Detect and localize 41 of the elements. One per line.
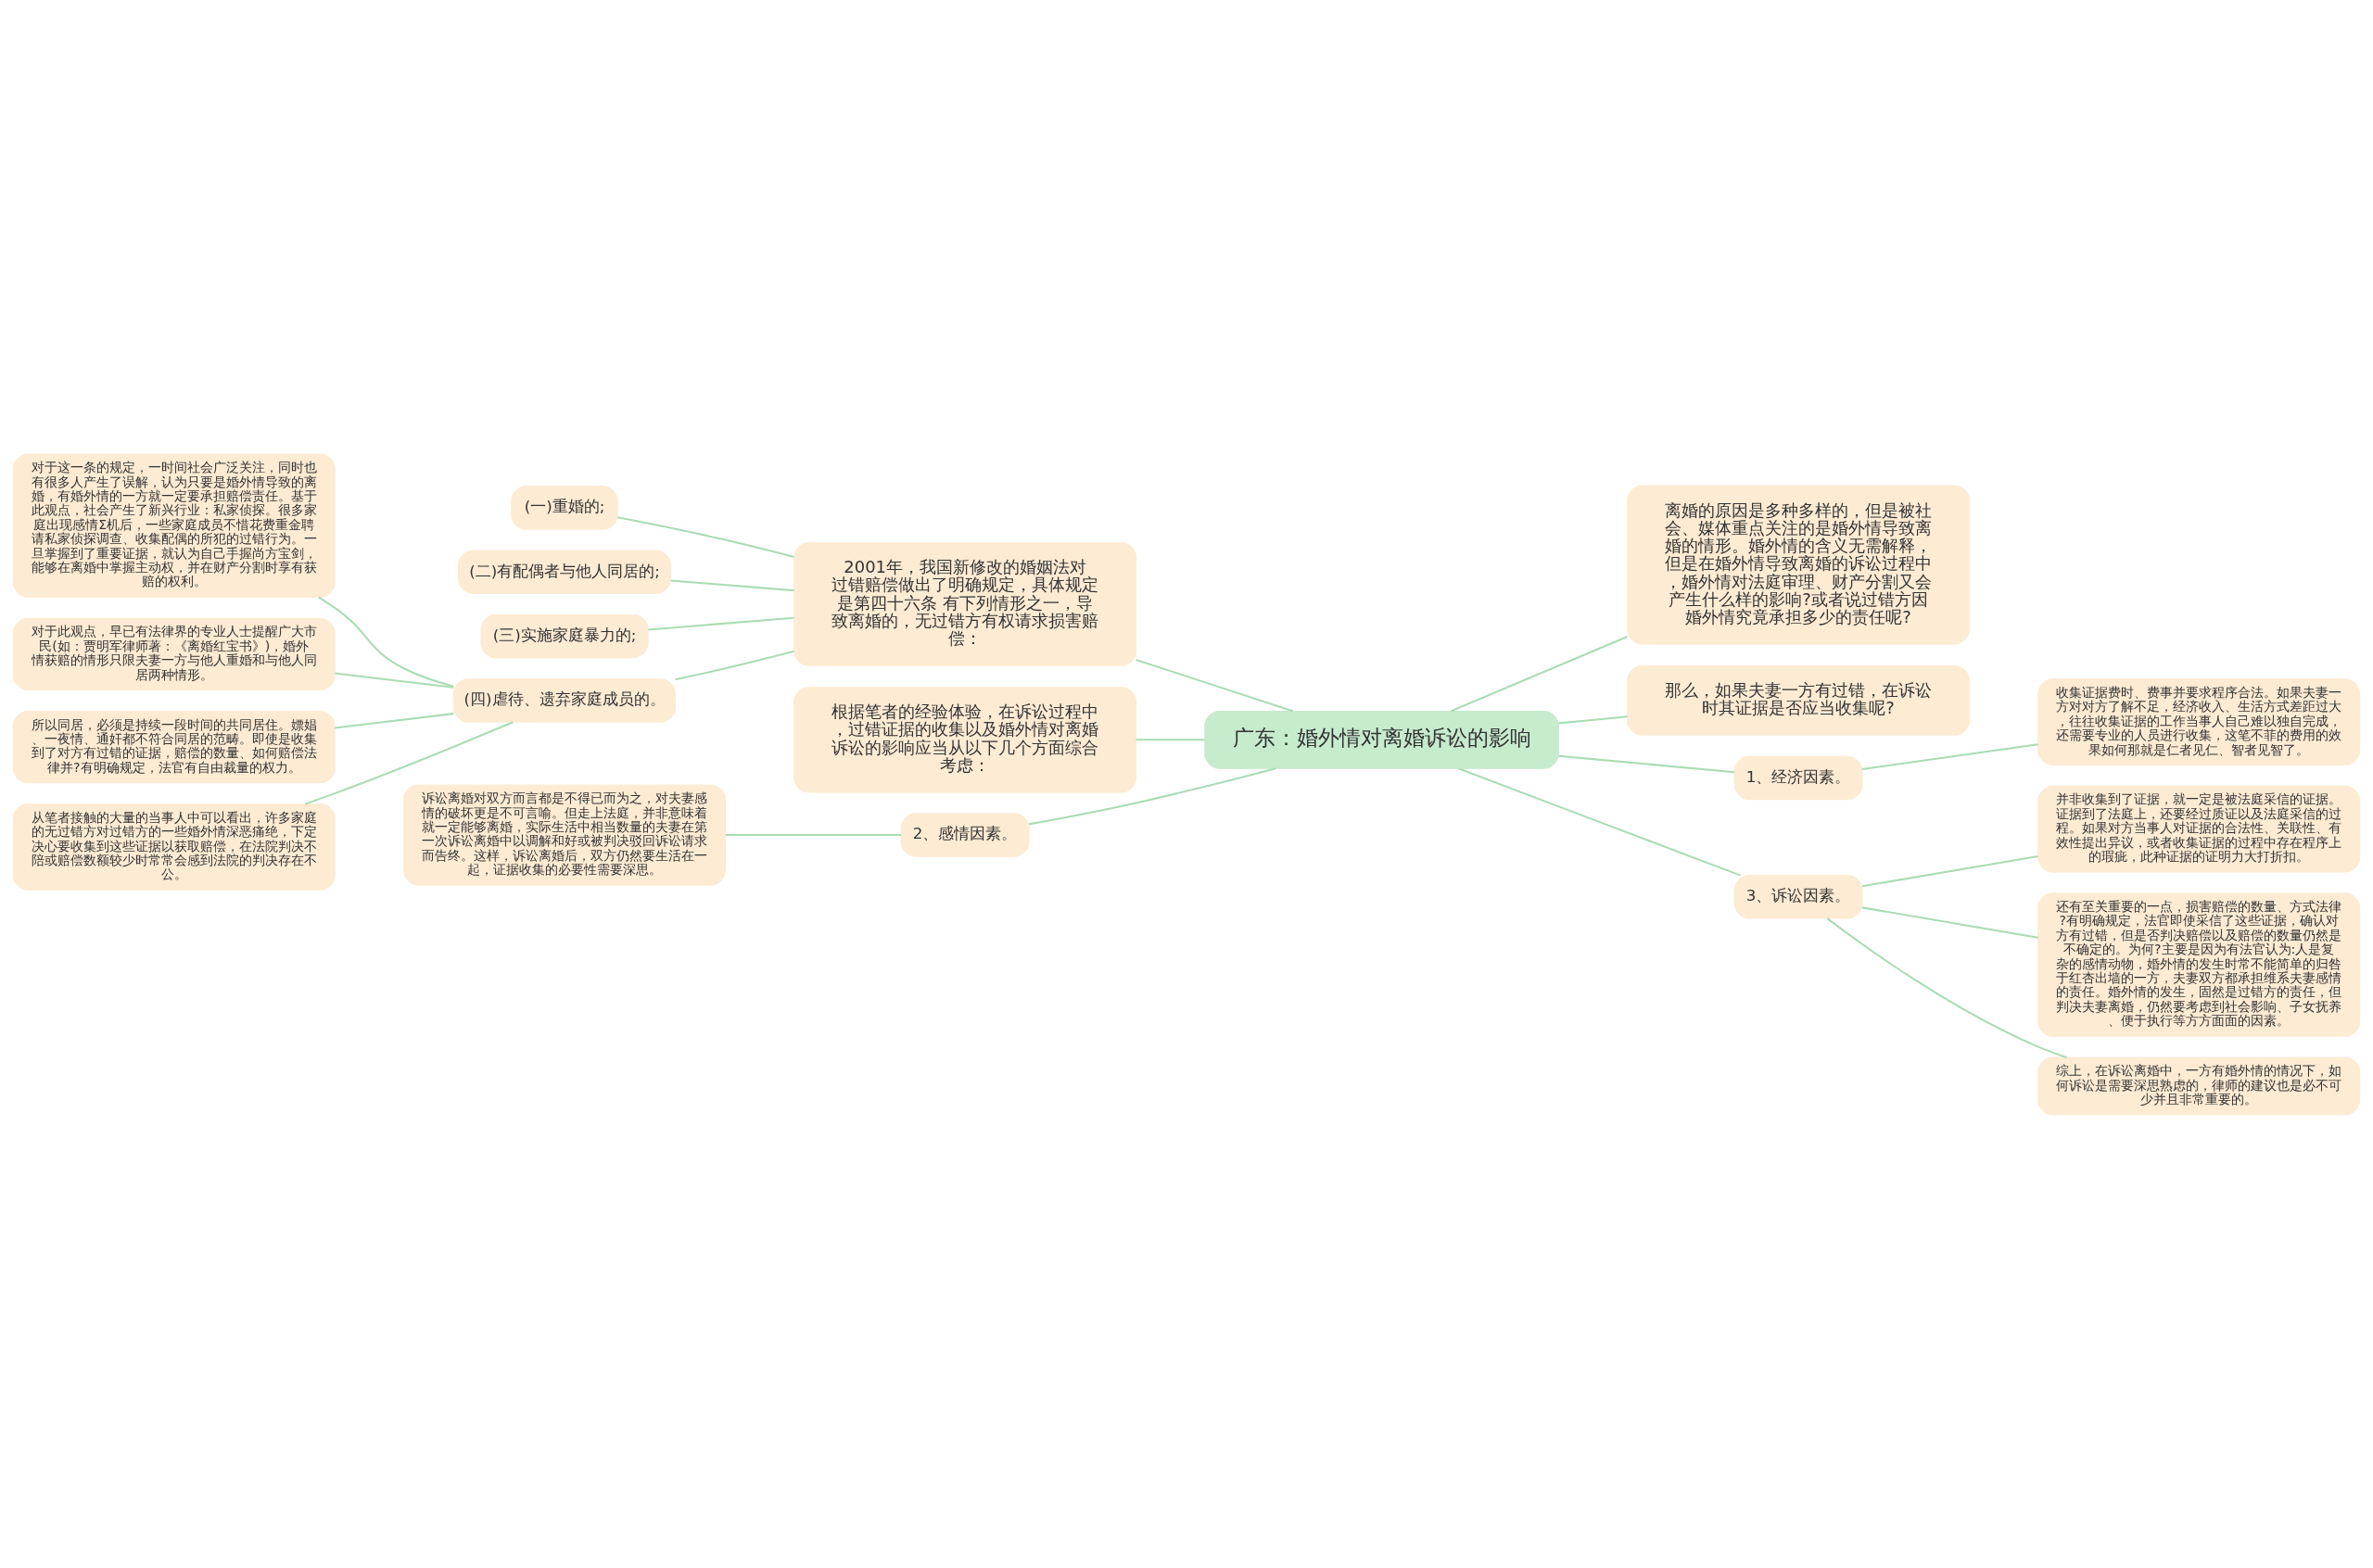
- node-box: 收集证据费时、费事并要求程序合法。如果夫妻一方对对方了解不足，经济收入、生活方式差距过大，往往收集证据的工作当事人自己难以独自完成，还需要专业的人员进行收集，这笔不菲的费用的效果如何那就是仁者见仁、智者见智了。: [2037, 677, 2361, 765]
- connector: [1558, 714, 1628, 724]
- connector: [318, 595, 454, 688]
- node-box: 并非收集到了证据，就一定是被法庭采信的证据。证据到了法庭上，还要经过质证以及法庭采信的过程。如果对方当事人对证据的合法性、关联性、有效性提出异议，或者收集证据的过程中存在程序上的瑕疵，此种证据的证明力大打折扣。: [2037, 785, 2361, 873]
- node-box: 1、经济因素。: [1733, 755, 1863, 800]
- node-box: 对于此观点，早已有法律界的专业人士提醒广大市民(如：贾明军律师著：《离婚红宝书》)，婚外情获赔的情形只限夫妻一方与他人重婚和与他人同居两种情形。: [12, 617, 336, 690]
- node-box: 对于这一条的规定，一时间社会广泛关注，同时也有很多人产生了误解，认为只要是婚外情导致的离婚，有婚外情的一方就一定要承担赔偿责任。基于此观点，社会产生了新兴行业：私家侦探。很多家庭出现感情Σ机后，一些家庭成员不惜花费重金聘请私家侦探调查、收集配偶的所犯的过错行为。一旦掌握到了重要证据，就认为自己手握尚方宝剑，能够在离婚中掌握主动权，并在财产分割时享有获赔的权利。: [12, 453, 336, 598]
- connector: [1861, 905, 2038, 939]
- connector: [617, 515, 794, 558]
- node-box: 离婚的原因是多种多样的，但是被社会、媒体重点关注的是婚外情导致离婚的情形。婚外情的含义无需解释，但是在婚外情导致离婚的诉讼过程中，婚外情对法庭审理、财产分割又会产生什么样的影响?或者说过错方因婚外情究竟承担多少的责任呢?: [1627, 485, 1970, 645]
- node-box: (三)实施家庭暴力的;: [480, 613, 649, 658]
- connector: [1861, 854, 2038, 887]
- node-box: 那么，如果夫妻一方有过错，在诉讼时其证据是否应当收集呢?: [1627, 664, 1970, 736]
- connector: [1826, 917, 2067, 1058]
- node-box: (一)重婚的;: [511, 485, 618, 530]
- connector: [1861, 742, 2038, 770]
- connector: [1136, 738, 1205, 740]
- connector: [1457, 766, 1741, 877]
- connector: [304, 720, 514, 805]
- connector: [675, 650, 794, 680]
- connector: [648, 616, 794, 630]
- connector: [1558, 754, 1735, 773]
- node-box: (二)有配偶者与他人同居的;: [458, 550, 671, 594]
- node-box: 广东：婚外情对离婚诉讼的影响: [1204, 710, 1559, 769]
- connector: [1136, 658, 1293, 712]
- connector: [335, 712, 454, 728]
- node-box: 综上，在诉讼离婚中，一方有婚外情的情况下，如何诉讼是需要深思熟虑的，律师的建议也是必不可少并且非常重要的。: [2037, 1056, 2361, 1115]
- node-box: 从笔者接触的大量的当事人中可以看出，许多家庭的无过错方对过错方的一些婚外情深恶痛绝，下定决心要收集到这些证据以获取赔偿，在法院判决不陪或赔偿数额较少时常常会感到法院的判决存在不公。: [12, 803, 336, 891]
- node-box: 2001年，我国新修改的婚姻法对过错赔偿做出了明确规定，具体规定是第四十六条 有下列情形之一，导致离婚的，无过错方有权请求损害赔偿：: [793, 541, 1137, 666]
- connector: [670, 578, 794, 591]
- node-box: 2、感情因素。: [900, 812, 1030, 857]
- node-box: 诉讼离婚对双方而言都是不得已而为之，对夫妻感情的破坏更是不可言喻。但走上法庭，并非意味着就一定能够离婚，实际生活中相当数量的夫妻在第一次诉讼离婚中以调解和好或被判决驳回诉讼请求而告终。这样，诉讼离婚后，双方仍然要生活在一起，证据收集的必要性需要深思。: [403, 784, 726, 886]
- connector: [1028, 766, 1276, 825]
- node-box: 还有至关重要的一点，损害赔偿的数量、方式法律?有明确规定，法官即使采信了这些证据，确认对方有过错，但是否判决赔偿以及赔偿的数量仍然是不确定的。为何?主要是因为有法官认为:人是复杂的感情动物，婚外情的发生时常不能简单的归咎于红杏出墙的一方，夫妻双方都承担维系夫妻感情的责任。婚外情的发生，固然是过错方的责任，但判决夫妻离婚，仍然要考虑到社会影响、子女抚养、便于执行等方方面面的因素。: [2037, 891, 2361, 1037]
- connector: [335, 671, 454, 689]
- connector: [1450, 635, 1628, 712]
- node-box: 3、诉讼因素。: [1733, 874, 1863, 919]
- node-box: (四)虐待、遗弃家庭成员的。: [452, 677, 677, 723]
- connector: [725, 833, 902, 836]
- node-box: 所以同居，必须是持续一段时间的共同居住。嫖娼、一夜情、通奸都不符合同居的范畴。即使是收集到了对方有过错的证据，赔偿的数量、如何赔偿法律并?有明确规定，法官有自由裁量的权力。: [12, 710, 336, 783]
- node-box: 根据笔者的经验体验，在诉讼过程中，过错证据的收集以及婚外情对离婚诉讼的影响应当从以下几个方面综合考虑：: [793, 686, 1137, 792]
